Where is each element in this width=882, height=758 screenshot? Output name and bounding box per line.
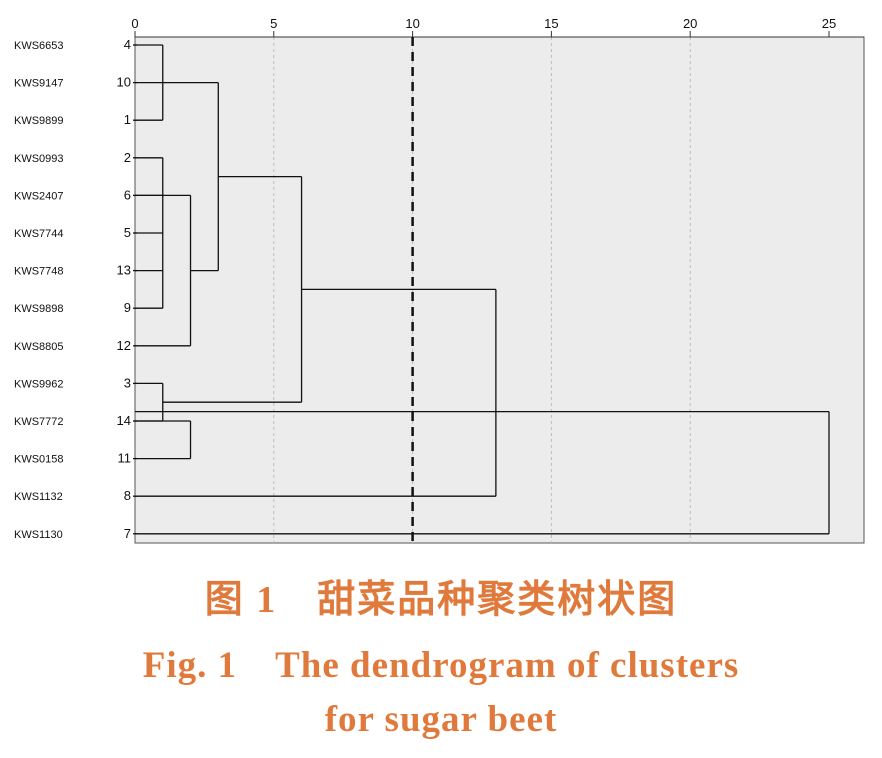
row-number: 8 xyxy=(124,488,131,503)
row-label: KWS9147 xyxy=(14,78,64,90)
row-label: KWS7772 xyxy=(14,416,64,428)
row-label: KWS2407 xyxy=(14,190,64,202)
row-number: 11 xyxy=(118,451,132,466)
row-label: KWS9962 xyxy=(14,378,64,390)
x-tick-label: 25 xyxy=(822,16,836,31)
row-label: KWS9898 xyxy=(14,303,64,315)
row-number: 12 xyxy=(117,338,131,353)
row-number: 2 xyxy=(124,150,131,165)
row-number: 5 xyxy=(124,225,131,240)
row-label: KWS7744 xyxy=(14,228,64,240)
x-tick-label: 15 xyxy=(544,16,558,31)
x-tick-label: 20 xyxy=(683,16,697,31)
row-label: KWS1130 xyxy=(14,529,63,541)
row-number: 9 xyxy=(124,300,131,315)
row-label: KWS8805 xyxy=(14,341,64,353)
x-tick-label: 0 xyxy=(131,16,138,31)
row-number: 7 xyxy=(124,526,131,541)
row-number: 13 xyxy=(117,263,131,278)
row-label: KWS7748 xyxy=(14,266,64,278)
row-label: KWS0158 xyxy=(14,454,64,466)
row-number: 10 xyxy=(117,75,131,90)
x-tick-label: 5 xyxy=(270,16,277,31)
row-number: 4 xyxy=(124,37,131,52)
caption-english-line1: Fig. 1 The dendrogram of clusters xyxy=(142,645,740,686)
row-number: 6 xyxy=(124,187,131,202)
row-number: 3 xyxy=(124,375,131,390)
row-number: 1 xyxy=(124,112,131,127)
plot-area xyxy=(134,36,865,544)
caption-english-line2: for sugar beet xyxy=(324,699,558,740)
row-label: KWS0993 xyxy=(14,153,64,165)
row-label: KWS9899 xyxy=(14,115,64,127)
row-number: 14 xyxy=(117,413,131,428)
row-label: KWS1132 xyxy=(14,491,63,503)
row-label: KWS6653 xyxy=(14,40,64,52)
x-tick-label: 10 xyxy=(405,16,419,31)
caption-chinese: 图 1 甜菜品种聚类树状图 xyxy=(204,579,678,621)
